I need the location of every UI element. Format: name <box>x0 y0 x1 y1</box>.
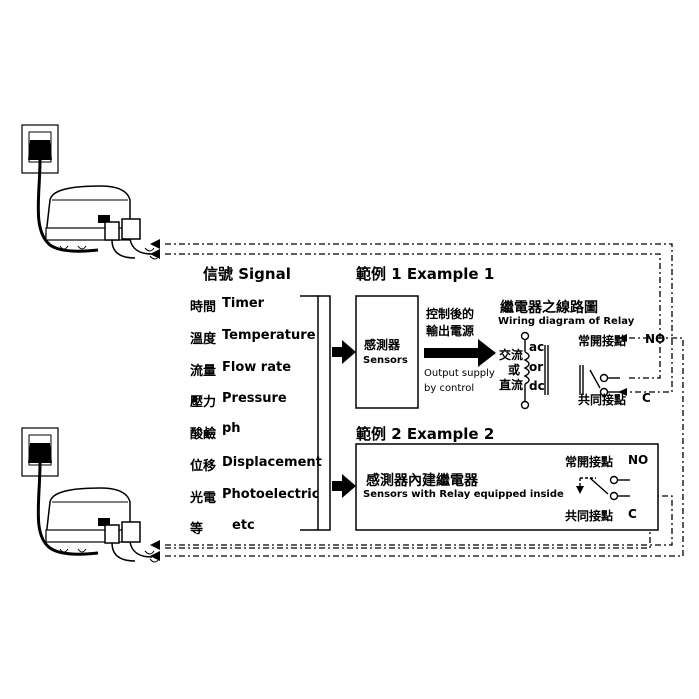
signal-item-timer-zh: 時間 <box>190 300 217 315</box>
no-contact-zh-example2: 常開接點 <box>565 455 614 469</box>
signal-item-ph-en: ph <box>222 421 241 436</box>
output-label-en-2: by control <box>424 383 475 394</box>
no-contact-zh-example1: 常開接點 <box>578 334 627 348</box>
signal-item-ph-zh: 酸鹼 <box>190 427 217 442</box>
output-label-en-1: Output supply <box>424 368 495 379</box>
signal-item-pressure-en: Pressure <box>222 391 287 406</box>
pump-plug-bottom <box>59 521 160 563</box>
signal-item-displacement-en: Displacement <box>222 455 322 470</box>
no-contact-example2: NO <box>628 453 649 467</box>
power-cord-top <box>36 159 99 253</box>
output-arrow <box>424 339 496 367</box>
relay-contacts-example2 <box>576 475 630 501</box>
sensor-relay-box-example2 <box>355 443 659 531</box>
example2-box-zh: 感測器內建繼電器 <box>366 473 478 489</box>
signal-item-flowrate-zh: 流量 <box>190 364 217 379</box>
signal-item-etc-en: etc <box>232 518 255 533</box>
arrowheads-top <box>150 239 627 396</box>
sensor-label-zh: 感測器 <box>364 338 401 352</box>
signal-item-flowrate-en: Flow rate <box>222 360 292 375</box>
example2-box-en: Sensors with Relay equipped inside <box>363 489 564 500</box>
relay-title-en: Wiring diagram of Relay <box>498 316 635 327</box>
dc-label: dc <box>529 379 545 393</box>
example2-title: 範例 2 Example 2 <box>356 425 495 443</box>
c-contact-zh-example1: 共同接點 <box>578 393 627 407</box>
signal-arrows <box>332 340 356 498</box>
signal-bracket <box>300 295 331 531</box>
signal-item-photoelectric-en: Photoelectric <box>222 487 320 502</box>
relay-coil <box>520 331 549 410</box>
no-contact-example1: NO <box>645 332 666 346</box>
signal-item-temperature-en: Temperature <box>222 328 316 343</box>
signal-item-timer-en: Timer <box>222 296 265 311</box>
or-label-zh: 或 <box>508 363 521 377</box>
sensor-box-example1 <box>355 295 419 409</box>
ac-label: ac <box>529 340 545 354</box>
pump-plug-top <box>59 218 160 260</box>
or-label: or <box>529 360 544 374</box>
c-contact-zh-example2: 共同接點 <box>565 509 614 523</box>
signal-title: 信號 Signal <box>203 265 291 283</box>
dashed-wire-top <box>165 243 673 393</box>
sensor-label-en: Sensors <box>363 355 408 366</box>
relay-contacts-example1 <box>579 365 620 397</box>
signal-item-pressure-zh: 壓力 <box>190 395 217 410</box>
c-contact-example2: C <box>628 507 637 521</box>
output-label-zh-1: 控制後的 <box>426 307 475 321</box>
signal-item-temperature-zh: 溫度 <box>190 332 217 347</box>
signal-item-displacement-zh: 位移 <box>190 459 217 474</box>
output-label-zh-2: 輸出電源 <box>426 324 475 338</box>
power-cord-bottom <box>36 462 99 556</box>
relay-title-zh: 繼電器之線路圖 <box>500 300 598 316</box>
example1-title: 範例 1 Example 1 <box>356 265 495 283</box>
dc-label-zh: 直流 <box>499 378 524 392</box>
signal-item-etc-zh: 等 <box>190 522 204 537</box>
ac-label-zh: 交流 <box>499 348 524 362</box>
signal-item-photoelectric-zh: 光電 <box>190 491 217 506</box>
c-contact-example1: C <box>642 391 651 405</box>
